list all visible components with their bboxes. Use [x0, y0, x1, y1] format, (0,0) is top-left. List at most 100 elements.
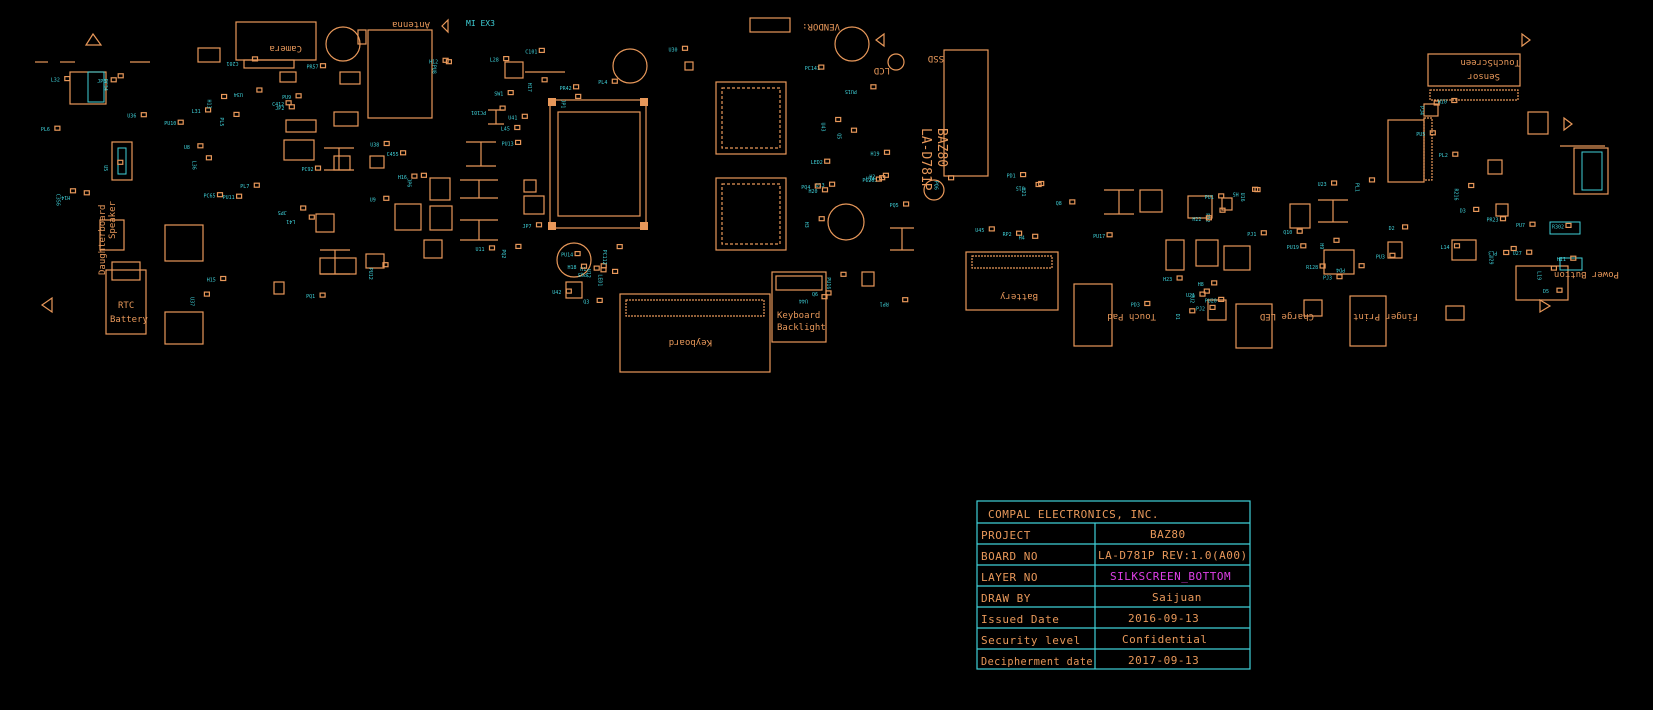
pad-mark — [1199, 291, 1206, 297]
tb-label-decipherment: Decipherment date — [981, 655, 1093, 668]
refdes-h21: H21 — [1020, 188, 1026, 197]
rtc-label: RTC — [118, 301, 134, 311]
pad-mark — [117, 159, 124, 165]
pad-mark — [835, 116, 842, 123]
refdes-pc112: PC112 — [601, 250, 607, 265]
pad-mark — [420, 172, 427, 178]
refdes-u14: U14 — [866, 177, 875, 183]
vendor-label: VENDOR: — [802, 21, 840, 31]
pad-mark — [1209, 304, 1216, 310]
inductor-group-left — [320, 109, 545, 275]
battery-label: Battery — [999, 291, 1038, 301]
refdes-h8: H8 — [1198, 282, 1204, 288]
refdes-pc203: PC203 — [862, 178, 877, 184]
refdes-pd4: PD4 — [1336, 267, 1345, 273]
refdes-u38: U38 — [370, 143, 379, 149]
refdes-d5: D5 — [1543, 289, 1549, 295]
tb-label-draw-by: DRAW BY — [981, 592, 1031, 605]
refdes-d1: D1 — [1174, 314, 1180, 320]
pad-mark — [1336, 274, 1343, 280]
refdes-pu1: PU1 — [1205, 195, 1214, 201]
pad-mark — [300, 205, 307, 211]
refdes-u34: U34 — [234, 91, 243, 97]
refdes-pu3: PU3 — [1376, 254, 1385, 260]
pad-mark — [1565, 222, 1572, 228]
refdes-h18: H18 — [568, 265, 577, 271]
pad-mark — [1468, 182, 1475, 189]
charge-led-label: Charge LED — [1260, 311, 1314, 321]
refdes-pu15: PU15 — [845, 88, 857, 94]
pad-mark — [538, 47, 545, 54]
pad-mark — [572, 84, 580, 90]
pad-mark — [83, 190, 90, 196]
pad-mark — [197, 143, 204, 149]
refdes-u45: U45 — [975, 228, 984, 234]
pad-mark — [1218, 296, 1225, 302]
fingerprint-label: Finger Print — [1353, 311, 1418, 321]
refdes-h14: H14 — [61, 194, 70, 200]
touchscreen-area: TouchScreen Sensor Power Button — [1387, 32, 1619, 314]
pad-mark — [1218, 193, 1225, 199]
refdes-pj3: PJ3 — [1323, 276, 1332, 282]
pad-mark — [840, 271, 847, 277]
sensor-label: Sensor — [1467, 71, 1500, 81]
refdes-u8: U8 — [184, 145, 190, 151]
refdes-jp3: JP3 — [97, 79, 106, 85]
refdes-c412: C412 — [272, 102, 284, 108]
pad-mark — [1451, 97, 1458, 104]
pad-mark — [828, 181, 836, 187]
refdes-pl2: PL2 — [1439, 153, 1448, 159]
pad-mark — [611, 268, 619, 274]
pad-mark — [1144, 300, 1151, 307]
refdes-pu11: PU11 — [223, 195, 235, 201]
soc-area — [548, 98, 648, 299]
antenna-block — [367, 29, 433, 119]
refdes-pj1: PJ1 — [1247, 232, 1256, 238]
pad-mark — [818, 216, 825, 222]
refdes-u37: U37 — [188, 297, 194, 306]
refdes-h4: H4 — [1019, 235, 1025, 241]
tb-value-draw-by: Saijuan — [1152, 591, 1202, 604]
battery-area: Battery Touch Pad Charge LED Finger Prin… — [965, 251, 1418, 349]
pad-mark — [140, 112, 147, 118]
refdes-h23: H23 — [1163, 277, 1172, 283]
pad-mark — [988, 226, 995, 232]
refdes-pl7: PL7 — [240, 184, 249, 190]
pad-mark — [1529, 221, 1536, 227]
refdes-h11: H11 — [1557, 257, 1566, 263]
pad-mark — [580, 263, 588, 269]
pad-mark — [314, 165, 322, 171]
pad-mark — [205, 155, 212, 161]
refdes-c356: C356 — [55, 194, 61, 206]
pad-mark — [411, 173, 418, 179]
refdes-led2: LED2 — [811, 160, 823, 166]
pad-mark — [1189, 308, 1196, 314]
pad-mark — [69, 188, 77, 194]
pad-mark — [1333, 237, 1340, 243]
pad-mark — [1389, 252, 1396, 258]
pad-mark — [221, 93, 228, 100]
pad-mark — [203, 291, 210, 297]
pad-mark — [1069, 199, 1076, 205]
pad-mark — [1473, 206, 1480, 212]
refdes-c201: C201 — [226, 60, 238, 66]
refdes-q8: Q8 — [1056, 201, 1062, 207]
refdes-h2: H2 — [869, 174, 875, 180]
refdes-pu17: PU17 — [1093, 234, 1105, 240]
pad-mark — [383, 140, 390, 147]
pad-mark — [499, 105, 506, 111]
tb-label-project: PROJECT — [981, 529, 1031, 542]
pad-mark — [541, 77, 548, 83]
tb-value-board-no: LA-D781P REV:1.0(A00) — [1098, 549, 1248, 562]
pad-mark — [875, 176, 883, 182]
daughterboard-label: Daughterboard — [98, 205, 108, 275]
tb-label-layer-no: LAYER NO — [981, 571, 1038, 584]
camera-connector — [235, 21, 317, 61]
left-region: Speaker Daughterboard RTC Battery — [40, 111, 422, 345]
refdes-h3: H3 — [803, 222, 809, 228]
refdes-u41: U41 — [508, 115, 517, 121]
pad-mark — [521, 113, 528, 119]
pad-mark — [1032, 233, 1039, 239]
pad-mark — [514, 124, 521, 131]
pad-mark — [1368, 177, 1376, 183]
